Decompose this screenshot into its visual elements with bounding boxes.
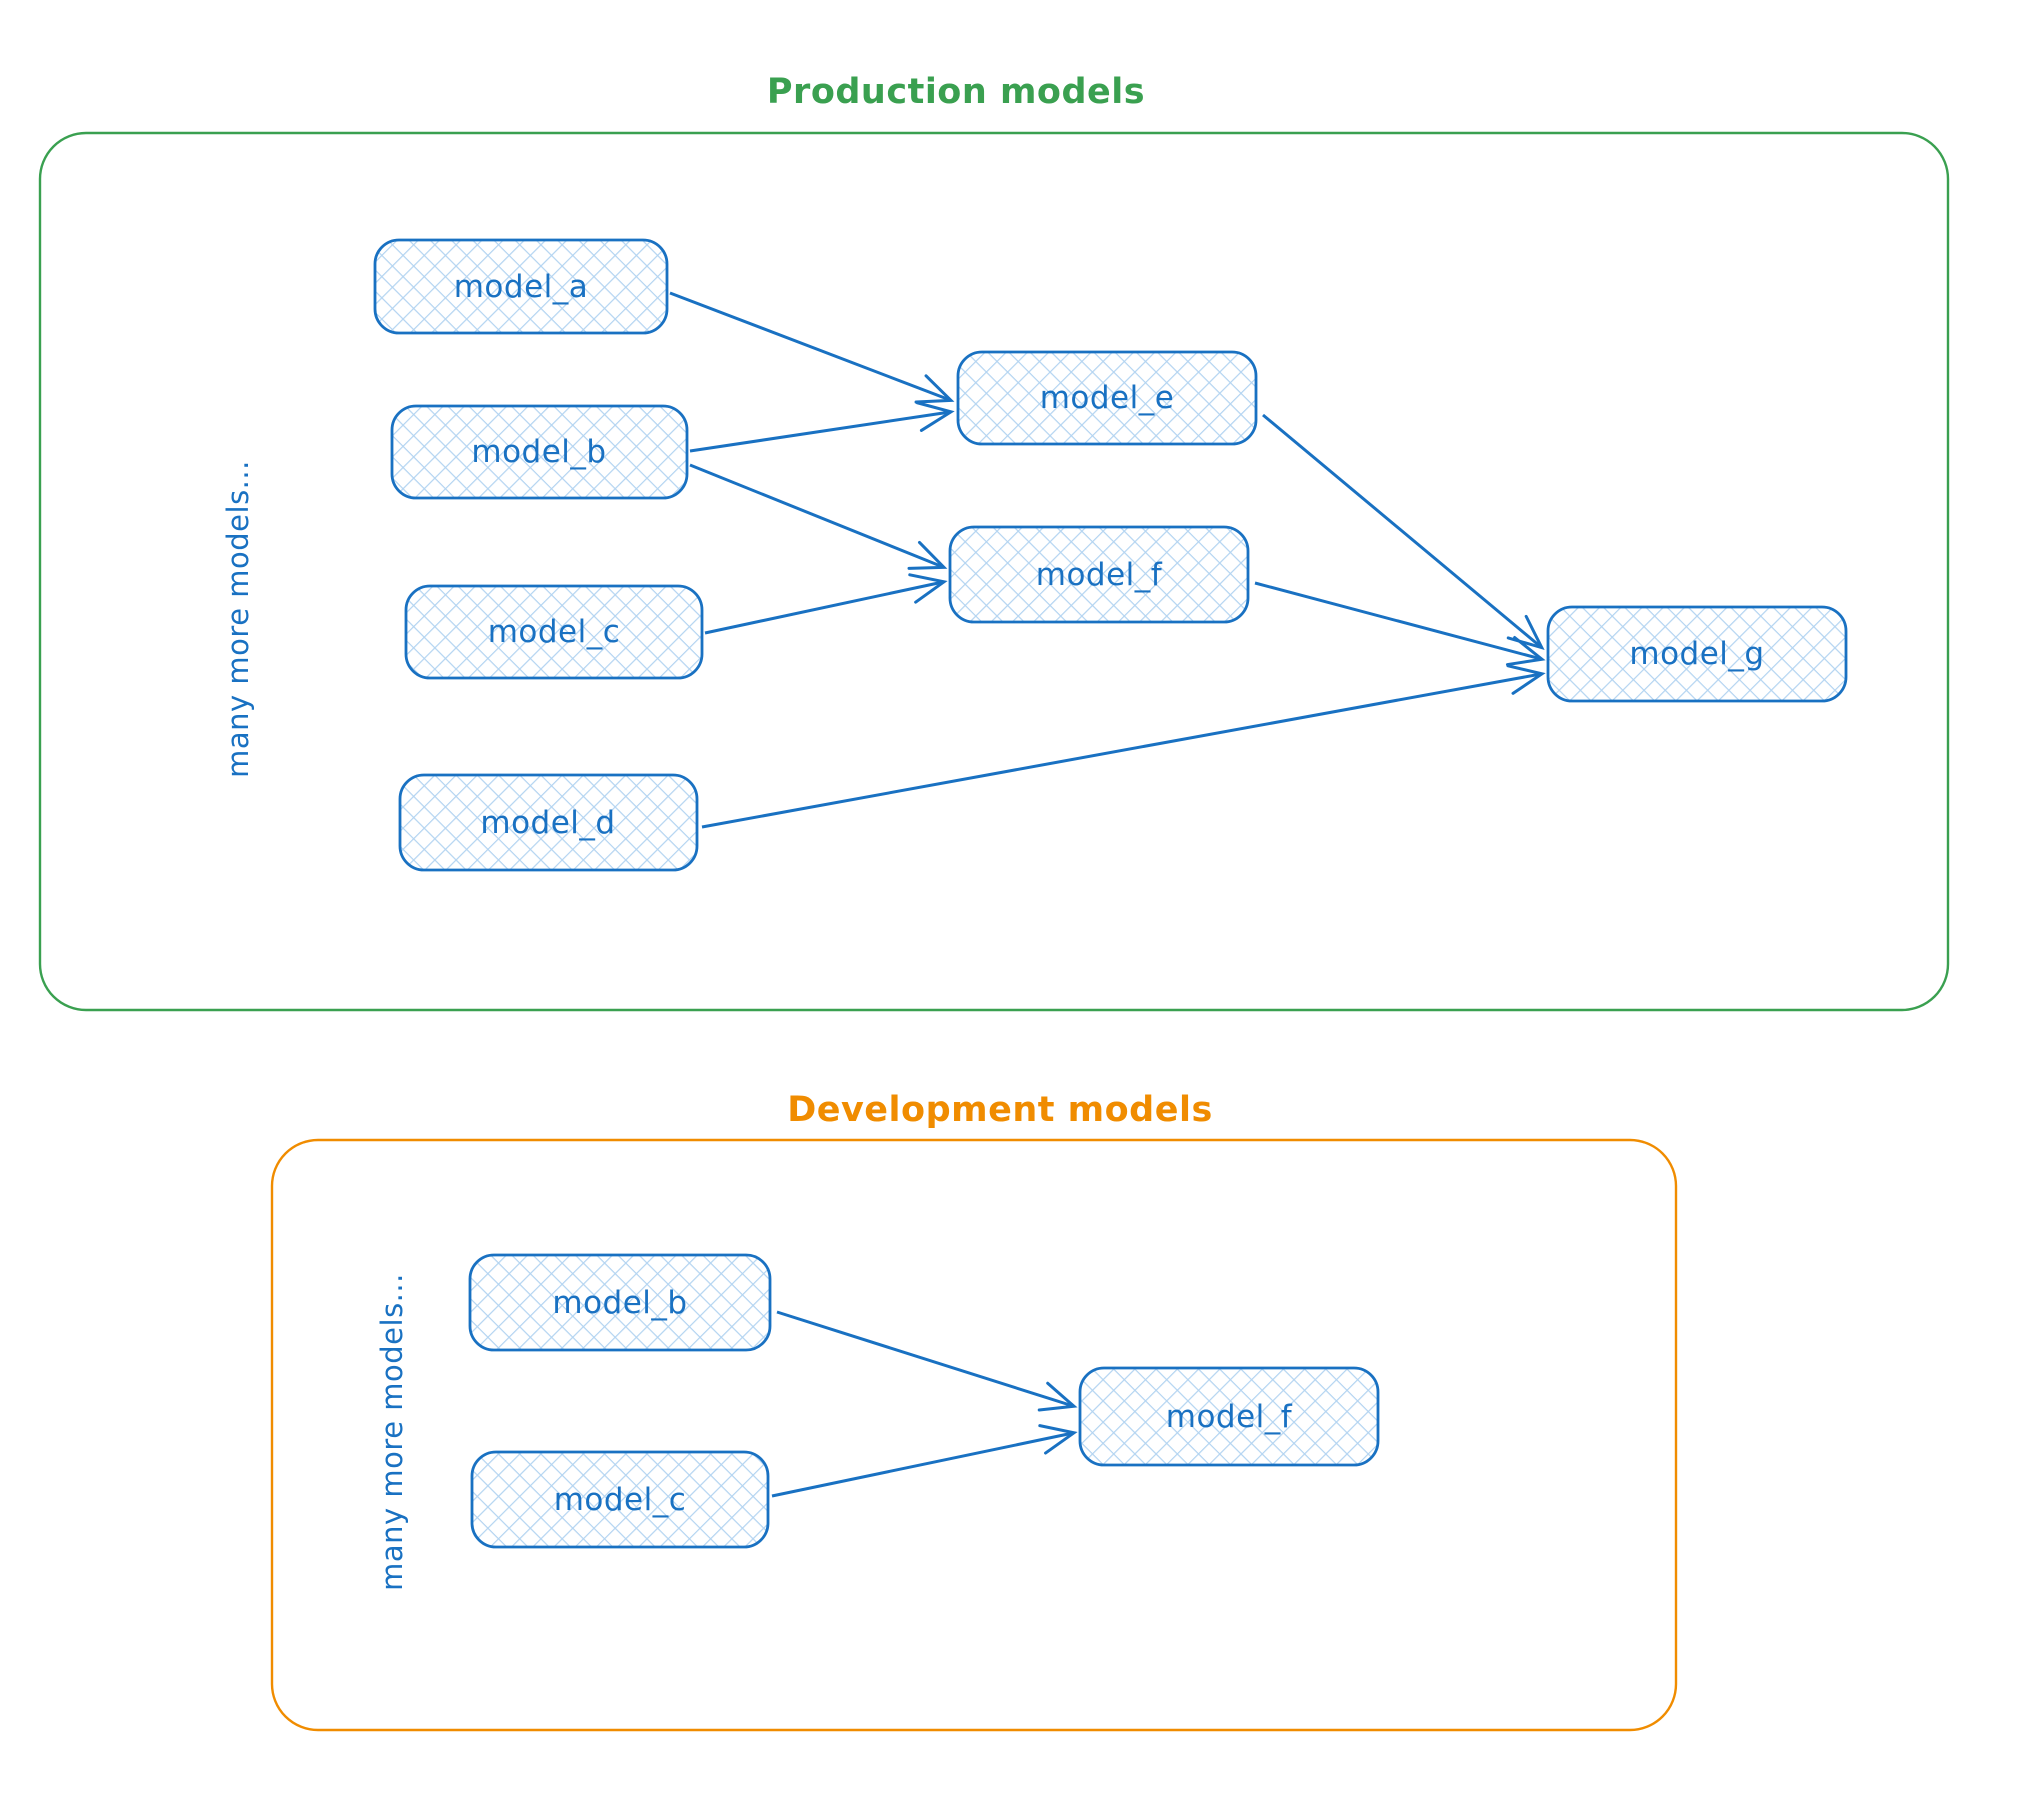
node-production-model_c[interactable]: model_c xyxy=(404,584,704,680)
node-box xyxy=(373,238,669,335)
node-box xyxy=(1546,605,1848,703)
production-side-label: many more models... xyxy=(221,460,255,778)
production-edges xyxy=(669,291,1546,829)
node-box xyxy=(398,773,699,872)
development-section: Development models many more models... m… xyxy=(270,1090,1678,1732)
node-production-model_a[interactable]: model_a xyxy=(373,238,669,335)
development-frame xyxy=(270,1138,1678,1732)
node-production-model_g[interactable]: model_g xyxy=(1546,605,1848,703)
node-box xyxy=(1078,1366,1380,1467)
node-production-model_b[interactable]: model_b xyxy=(390,404,689,500)
node-label: model_d xyxy=(480,805,615,841)
edge-model_c-to-model_f xyxy=(704,573,948,635)
development-edges xyxy=(771,1310,1078,1498)
node-production-model_f[interactable]: model_f xyxy=(948,525,1250,624)
node-production-model_e[interactable]: model_e xyxy=(956,350,1258,446)
node-label: model_e xyxy=(1040,380,1175,416)
node-label: model_f xyxy=(1036,557,1163,593)
production-title: Production models xyxy=(767,72,1145,112)
node-development-model_b[interactable]: model_b xyxy=(468,1253,772,1352)
node-label: model_a xyxy=(454,269,589,305)
edge-model_b-to-model_e xyxy=(689,401,955,453)
node-label: model_g xyxy=(1629,636,1764,672)
edge-dev-model_b-to-model_f xyxy=(776,1310,1078,1412)
node-label: model_c xyxy=(554,1482,687,1518)
node-box xyxy=(948,525,1250,624)
development-side-label: many more models... xyxy=(375,1273,409,1591)
node-box xyxy=(470,1450,770,1549)
node-development-model_f[interactable]: model_f xyxy=(1078,1366,1380,1467)
edge-model_f-to-model_g xyxy=(1254,581,1546,667)
edge-model_a-to-model_e xyxy=(669,291,955,404)
node-production-model_d[interactable]: model_d xyxy=(398,773,699,872)
edge-model_b-to-model_f xyxy=(689,463,948,570)
node-label: model_f xyxy=(1166,1399,1293,1435)
node-label: model_c xyxy=(488,614,621,650)
development-title: Development models xyxy=(787,1090,1213,1130)
production-section: Production models many more models... mo… xyxy=(38,72,1950,1012)
node-label: model_b xyxy=(471,434,606,470)
node-label: model_b xyxy=(552,1285,687,1321)
node-development-model_c[interactable]: model_c xyxy=(470,1450,770,1549)
node-box xyxy=(956,350,1258,446)
node-box xyxy=(390,404,689,500)
node-box xyxy=(404,584,704,680)
edge-dev-model_c-to-model_f xyxy=(771,1424,1078,1498)
production-frame xyxy=(38,131,1950,1012)
edge-model_d-to-model_g xyxy=(701,664,1546,829)
edge-model_e-to-model_g xyxy=(1262,413,1545,651)
node-box xyxy=(468,1253,772,1352)
